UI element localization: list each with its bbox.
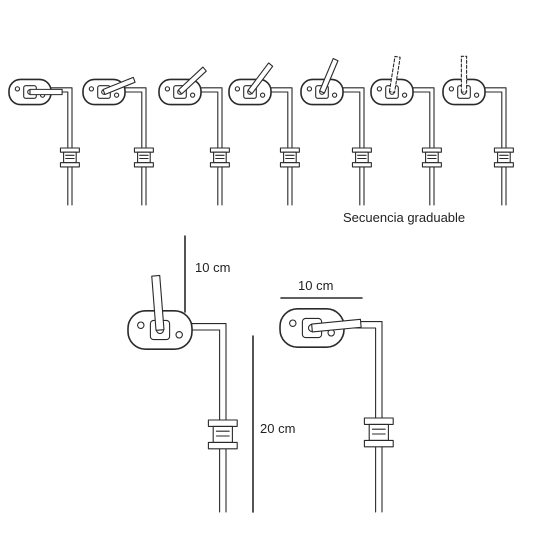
socket-ring [493, 147, 514, 153]
socket-ring [493, 162, 514, 168]
screw-icon [137, 321, 145, 329]
dimension-length-label: 20 cm [260, 421, 295, 436]
socket-body [213, 151, 227, 164]
screw-icon [234, 86, 241, 92]
screw-icon [88, 86, 95, 92]
lamp [279, 307, 394, 513]
socket-body [212, 425, 233, 443]
sequence-label: Secuencia graduable [343, 210, 465, 225]
lamp [300, 57, 372, 206]
socket-ring [207, 441, 238, 450]
cable [181, 329, 221, 513]
screw-icon [164, 86, 171, 92]
lamp [127, 274, 238, 513]
screw-icon [189, 92, 196, 98]
screw-icon [448, 86, 455, 92]
adjustable-arm [177, 66, 207, 95]
socket-body [425, 151, 439, 164]
lamp-raised-front-view [127, 274, 238, 513]
socket-ring [209, 147, 230, 153]
screw-icon [259, 92, 266, 98]
socket-ring [279, 162, 300, 168]
lamp [8, 78, 80, 206]
screw-icon [331, 92, 338, 98]
adjustable-arm [460, 55, 468, 93]
adjustable-arm [311, 318, 362, 333]
adjustable-arm [29, 88, 63, 96]
socket-ring [59, 147, 80, 153]
lamp [370, 55, 442, 206]
socket-ring [207, 419, 238, 427]
socket-ring [209, 162, 230, 168]
lamp [82, 76, 154, 206]
socket-ring [279, 147, 300, 153]
lamp [442, 55, 514, 206]
adjustable-arm [151, 274, 165, 331]
cable [333, 321, 383, 513]
socket-ring [351, 147, 372, 153]
dimension-height-label: 10 cm [195, 260, 230, 275]
lamp-folded-side-view [279, 307, 394, 513]
socket-ring [363, 417, 394, 425]
screw-icon [113, 92, 120, 98]
adjustable-sequence-row [8, 55, 514, 206]
screw-icon [289, 319, 297, 327]
adjustable-arm [102, 76, 136, 96]
adjustable-arm [319, 57, 339, 94]
socket-body [368, 423, 389, 441]
screw-icon [376, 86, 383, 92]
socket-body [283, 151, 297, 164]
socket-ring [351, 162, 372, 168]
socket-body [355, 151, 369, 164]
socket-ring [133, 162, 154, 168]
socket-ring [421, 147, 442, 153]
socket-ring [421, 162, 442, 168]
screw-icon [175, 331, 183, 339]
socket-ring [59, 162, 80, 168]
lamp [158, 66, 230, 206]
socket-ring [133, 147, 154, 153]
lamp [228, 62, 300, 206]
socket-body [137, 151, 151, 164]
adjustable-arm [247, 62, 274, 95]
screw-icon [473, 92, 480, 98]
dimension-width-label: 10 cm [298, 278, 333, 293]
socket-body [497, 151, 511, 164]
socket-ring [363, 439, 394, 448]
screw-icon [401, 92, 408, 98]
screw-icon [306, 86, 313, 92]
adjustable-arm [388, 55, 401, 94]
socket-body [63, 151, 77, 164]
screw-icon [14, 86, 21, 92]
